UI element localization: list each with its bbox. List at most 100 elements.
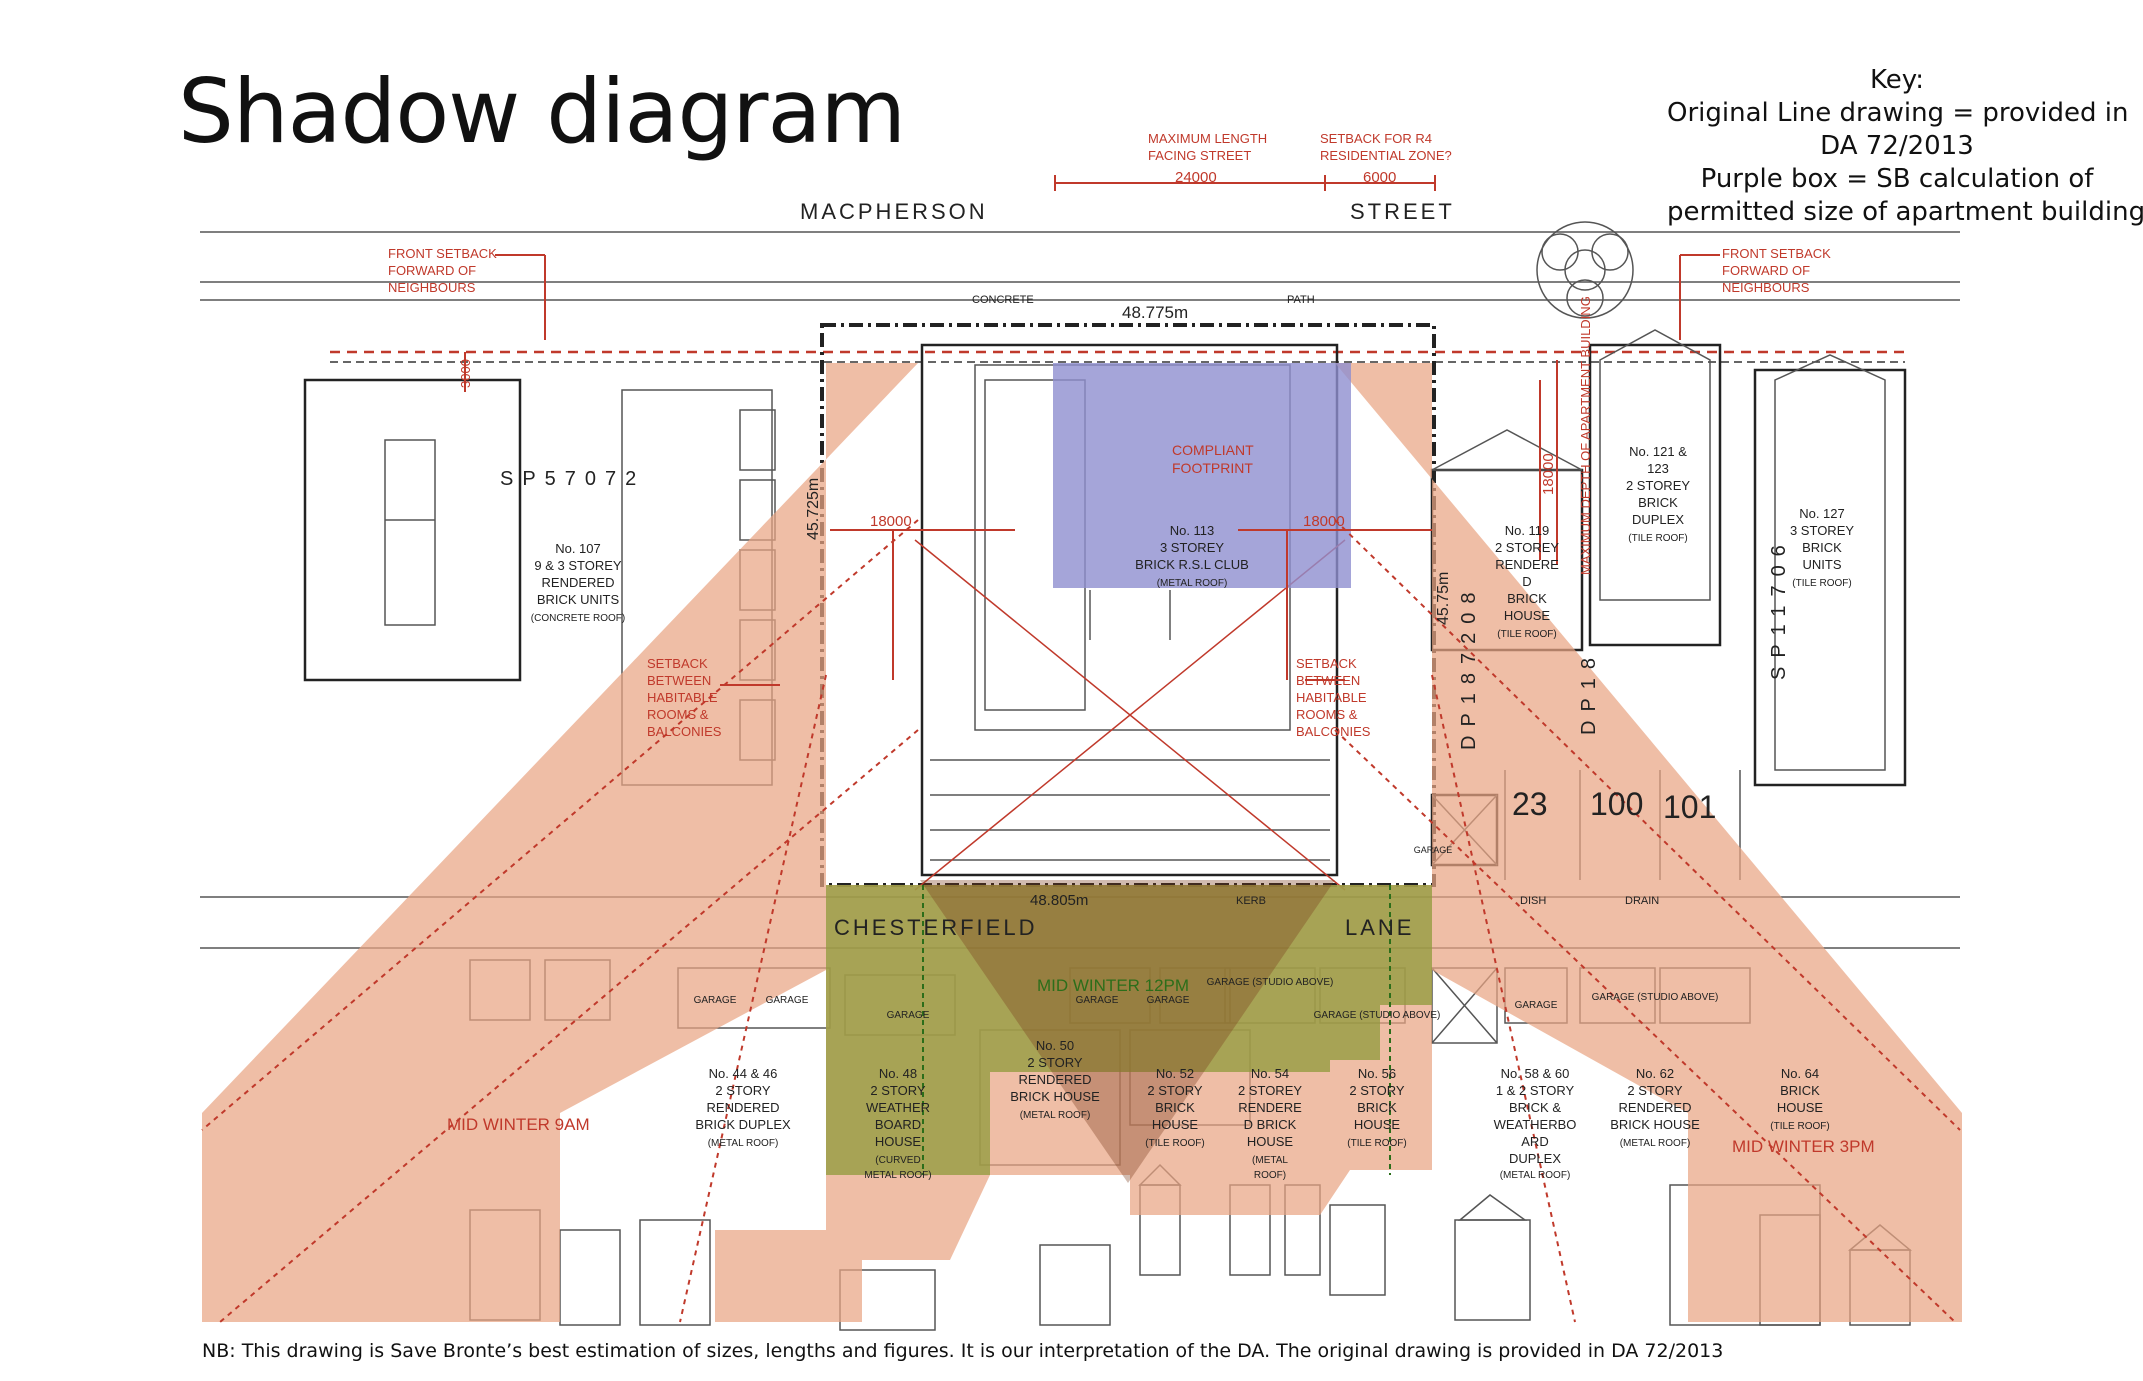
lot-dp187208: DP187208 xyxy=(1458,583,1480,750)
setback-3000: 3000 xyxy=(458,359,473,388)
key-line-1: Original Line drawing = provided in xyxy=(1667,98,2129,128)
front-setback-right-3: NEIGHBOURS xyxy=(1722,280,1810,295)
no50-l3: RENDERED xyxy=(1019,1072,1092,1087)
garage-5: GARAGE xyxy=(1147,995,1190,1006)
no44-l2: 2 STORY xyxy=(715,1083,770,1098)
shadow-overlays xyxy=(202,363,1962,1322)
no58-l2: 1 & 2 STORY xyxy=(1496,1083,1575,1098)
no64-l1: No. 64 xyxy=(1781,1066,1819,1081)
label-kerb: KERB xyxy=(1236,895,1266,907)
no121-l6: (TILE ROOF) xyxy=(1628,533,1687,544)
no52-l2: 2 STORY xyxy=(1147,1083,1202,1098)
no52-l3: BRICK xyxy=(1155,1100,1195,1115)
no54-l3: RENDERE xyxy=(1238,1100,1302,1115)
lot-100: 100 xyxy=(1590,786,1643,822)
no119-l6: HOUSE xyxy=(1504,608,1551,623)
shadow-label-9am: MID WINTER 9AM xyxy=(447,1115,590,1134)
garage-2: GARAGE xyxy=(766,995,809,1006)
compliant-footprint-label-2: FOOTPRINT xyxy=(1172,460,1253,476)
dim-right: 45.75m xyxy=(1435,572,1452,625)
habitable-right-5: BALCONIES xyxy=(1296,724,1371,739)
noon-arrows xyxy=(922,885,1391,1175)
shadow-12pm-olive xyxy=(826,885,1432,1175)
no56-l5: (TILE ROOF) xyxy=(1347,1138,1406,1149)
no58-l4: WEATHERBO xyxy=(1494,1117,1577,1132)
lot-101: 101 xyxy=(1663,789,1716,825)
no44-l3: RENDERED xyxy=(707,1100,780,1115)
no113-l3: BRICK R.S.L CLUB xyxy=(1135,557,1249,572)
no127-l4: UNITS xyxy=(1803,557,1842,572)
max-depth: MAXIMUM DEPTH OF APARTMENT BUILDING xyxy=(1578,296,1593,575)
no119-l5: BRICK xyxy=(1507,591,1547,606)
no48-l5: HOUSE xyxy=(875,1134,922,1149)
no50-l2: 2 STORY xyxy=(1027,1055,1082,1070)
no127-l2: 3 STOREY xyxy=(1790,523,1854,538)
no62-l3: RENDERED xyxy=(1619,1100,1692,1115)
key-line-2: DA 72/2013 xyxy=(1820,131,1974,161)
street-macpherson: MACPHERSON xyxy=(800,199,988,224)
label-path: PATH xyxy=(1287,294,1315,306)
max-length-label: MAXIMUM LENGTH xyxy=(1148,131,1267,146)
label-drain: DRAIN xyxy=(1625,895,1659,907)
no54-l5: HOUSE xyxy=(1247,1134,1294,1149)
no121-l3: 2 STOREY xyxy=(1626,478,1690,493)
garage-6: GARAGE xyxy=(1515,1000,1558,1011)
habitable-left-3: HABITABLE xyxy=(647,690,718,705)
garage-4: GARAGE xyxy=(1076,995,1119,1006)
dim-left: 45.725m xyxy=(805,478,822,540)
shadow-12pm-triangle xyxy=(920,880,1335,1183)
no119-l1: No. 119 xyxy=(1505,523,1550,538)
setback-r4-value: 6000 xyxy=(1363,169,1396,186)
no121-l2: 123 xyxy=(1647,461,1669,476)
dim-top: 48.775m xyxy=(1122,303,1188,322)
no56-l1: No. 56 xyxy=(1358,1066,1396,1081)
lot-dp18: DP18 xyxy=(1578,649,1600,735)
habitable-left-4: ROOMS & xyxy=(647,707,709,722)
no44-l1: No. 44 & 46 xyxy=(709,1066,778,1081)
no113-l1: No. 113 xyxy=(1170,523,1215,538)
key-legend: Key: Original Line drawing = provided in… xyxy=(1667,64,2143,229)
sun-angle-lines xyxy=(201,519,1961,1323)
compliant-footprint-label-1: COMPLIANT xyxy=(1172,442,1254,458)
no50-l1: No. 50 xyxy=(1036,1038,1074,1053)
no50-l4: BRICK HOUSE xyxy=(1010,1089,1100,1104)
no48-l4: BOARD xyxy=(875,1117,921,1132)
no62-l2: 2 STORY xyxy=(1627,1083,1682,1098)
front-setback-left-2: FORWARD OF xyxy=(388,263,476,278)
no58-l7: (METAL ROOF) xyxy=(1500,1170,1571,1181)
no119-l2: 2 STOREY xyxy=(1495,540,1559,555)
setback-18000-right: 18000 xyxy=(1303,513,1345,530)
shadow-3pm xyxy=(1335,363,1962,1322)
no119-l7: (TILE ROOF) xyxy=(1497,629,1556,640)
habitable-right-3: HABITABLE xyxy=(1296,690,1367,705)
no119-l3: RENDERE xyxy=(1495,557,1559,572)
no52-l1: No. 52 xyxy=(1156,1066,1194,1081)
key-heading: Key: xyxy=(1869,65,1924,95)
no64-l3: HOUSE xyxy=(1777,1100,1824,1115)
shadow-label-12pm: MID WINTER 12PM xyxy=(1037,976,1189,995)
lot-sp57072: SP57072 xyxy=(500,468,645,490)
no127-l3: BRICK xyxy=(1802,540,1842,555)
key-line-3: Purple box = SB calculation of xyxy=(1700,164,2094,194)
no62-l5: (METAL ROOF) xyxy=(1620,1138,1691,1149)
no56-l4: HOUSE xyxy=(1354,1117,1401,1132)
habitable-left-1: SETBACK xyxy=(647,656,708,671)
setback-18000-left: 18000 xyxy=(870,513,912,530)
no107-l4: BRICK UNITS xyxy=(537,592,620,607)
no52-l5: (TILE ROOF) xyxy=(1145,1138,1204,1149)
setback-r4-label2: RESIDENTIAL ZONE? xyxy=(1320,148,1452,163)
max-length-label2: FACING STREET xyxy=(1148,148,1251,163)
no64-l4: (TILE ROOF) xyxy=(1770,1121,1829,1132)
no107-l2: 9 & 3 STOREY xyxy=(534,558,622,573)
no107-l1: No. 107 xyxy=(555,541,601,556)
no48-l6: (CURVED xyxy=(875,1155,920,1166)
no44-l4: BRICK DUPLEX xyxy=(695,1117,791,1132)
no56-l2: 2 STORY xyxy=(1349,1083,1404,1098)
habitable-right-1: SETBACK xyxy=(1296,656,1357,671)
no54-l7: ROOF) xyxy=(1254,1170,1286,1181)
key-line-4: permitted size of apartment building xyxy=(1667,197,2143,227)
no107-l3: RENDERED xyxy=(542,575,615,590)
no52-l4: HOUSE xyxy=(1152,1117,1199,1132)
no113-l2: 3 STOREY xyxy=(1160,540,1224,555)
no121-l5: DUPLEX xyxy=(1632,512,1684,527)
